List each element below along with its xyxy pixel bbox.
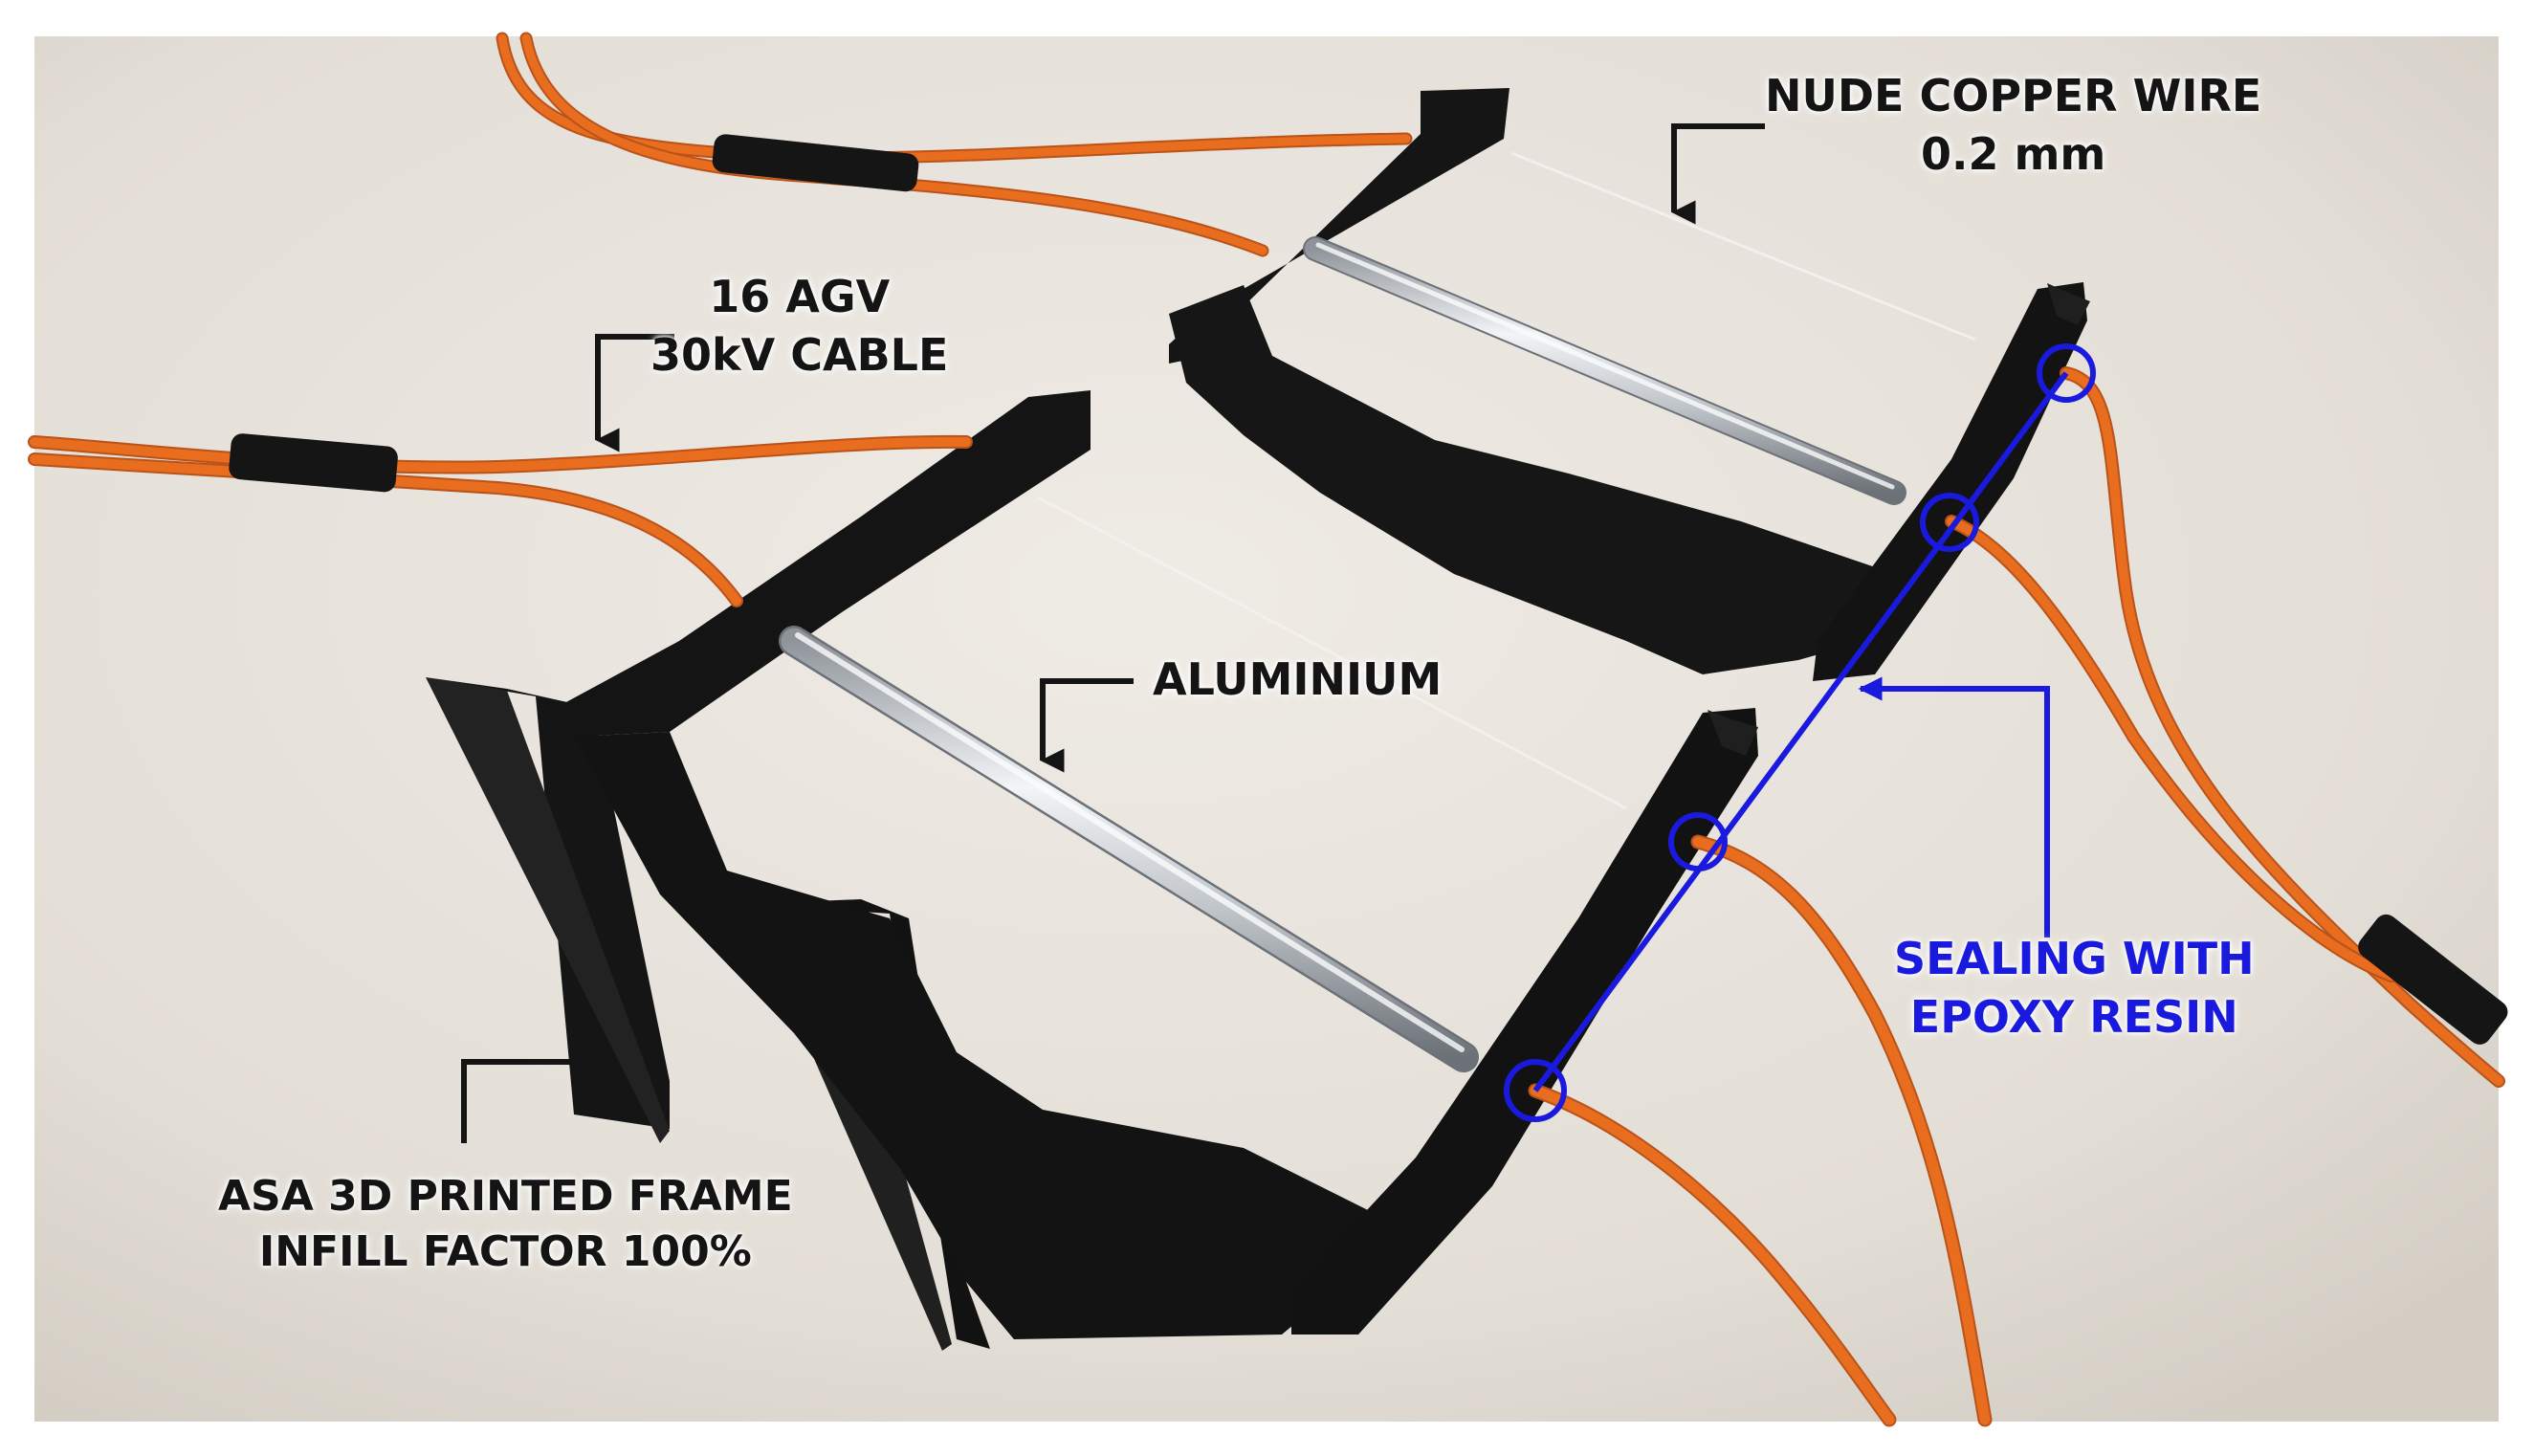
frame-arrow: [461, 1040, 606, 1143]
aluminium-label: ALUMINIUM: [1153, 651, 1442, 709]
lower-frame-body: [574, 732, 1368, 1339]
lower-frame-right-post: [1291, 708, 1758, 1335]
epoxy-circle-2: [1920, 493, 1979, 552]
lower-frame-top-arm: [564, 390, 1091, 737]
lower-copper-wire: [1037, 496, 1627, 810]
epoxy-circle-3: [1668, 812, 1728, 871]
cable-tie-right: [2358, 914, 2508, 1045]
upper-frame-right-top: [2047, 283, 2090, 325]
copper-wire-label-line1: NUDE COPPER WIRE: [1765, 70, 2262, 121]
frame-label: ASA 3D PRINTED FRAME INFILL FACTOR 100%: [218, 1169, 793, 1280]
upper-frame-right-post: [1813, 282, 2087, 681]
lower-frame-right-top: [1708, 710, 1758, 756]
cable-ties: [229, 134, 2508, 1045]
upper-copper-wire: [1510, 151, 1976, 342]
cable-arrow: [595, 334, 674, 452]
cable-label-line2: 30kV CABLE: [650, 328, 949, 381]
frame-label-line1: ASA 3D PRINTED FRAME: [218, 1172, 793, 1221]
cable-label: 16 AGV 30kV CABLE: [650, 268, 948, 384]
frame-label-line2: INFILL FACTOR 100%: [258, 1227, 752, 1277]
aluminium-label-line1: ALUMINIUM: [1153, 653, 1443, 705]
callout-arrows: [461, 123, 1765, 1143]
upper-frame-left-arm: [1169, 88, 1509, 364]
aluminium-arrow: [1040, 678, 1134, 773]
lower-frame: [426, 390, 1758, 1351]
epoxy-callout-arrow: [1858, 676, 2050, 938]
epoxy-circle-4: [1504, 1059, 1567, 1122]
lower-aluminium-rod: [779, 626, 1479, 1072]
upper-aluminium-rod: [1303, 236, 1906, 505]
epoxy-label: SEALING WITH EPOXY RESIN: [1894, 930, 2255, 1046]
cable-label-line1: 16 AGV: [709, 271, 891, 322]
cable-tie-top: [712, 134, 919, 192]
epoxy-annotation: [1504, 343, 2096, 1122]
upper-frame-body: [1169, 285, 1899, 674]
copper-wire-label-line2: 0.2 mm: [1920, 127, 2106, 180]
copper-wire-arrow: [1671, 123, 1765, 225]
cable-tie-left: [229, 433, 398, 493]
epoxy-circle-1: [2037, 343, 2096, 403]
lower-frame-plate-back-face: [426, 677, 670, 1143]
upper-frame: [1169, 88, 2090, 681]
copper-wire-label: NUDE COPPER WIRE 0.2 mm: [1765, 67, 2261, 183]
epoxy-label-line2: EPOXY RESIN: [1909, 990, 2238, 1043]
lower-frame-plate-front: [746, 899, 990, 1349]
epoxy-sealing-line: [1532, 371, 2069, 1092]
epoxy-label-line1: SEALING WITH: [1894, 933, 2255, 984]
